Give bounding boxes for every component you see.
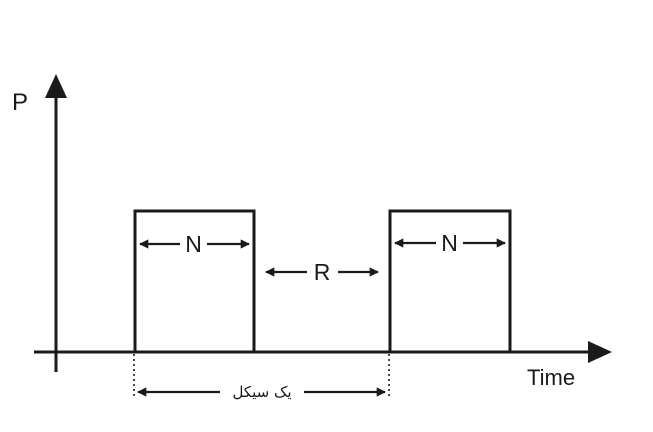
pulse-2 (388, 209, 512, 352)
x-axis-arrowhead (588, 341, 612, 363)
pulse-1 (133, 209, 256, 352)
gap-label: R (314, 259, 331, 285)
y-axis-label: P (12, 89, 28, 116)
pulse-1-label: N (185, 231, 202, 257)
x-axis-label: Time (527, 365, 575, 390)
y-axis-arrowhead (45, 74, 67, 98)
pulse-2-label: N (441, 230, 458, 256)
x-axis (34, 341, 612, 363)
y-axis (45, 74, 67, 372)
cycle-label: یک سیکل (232, 383, 291, 401)
